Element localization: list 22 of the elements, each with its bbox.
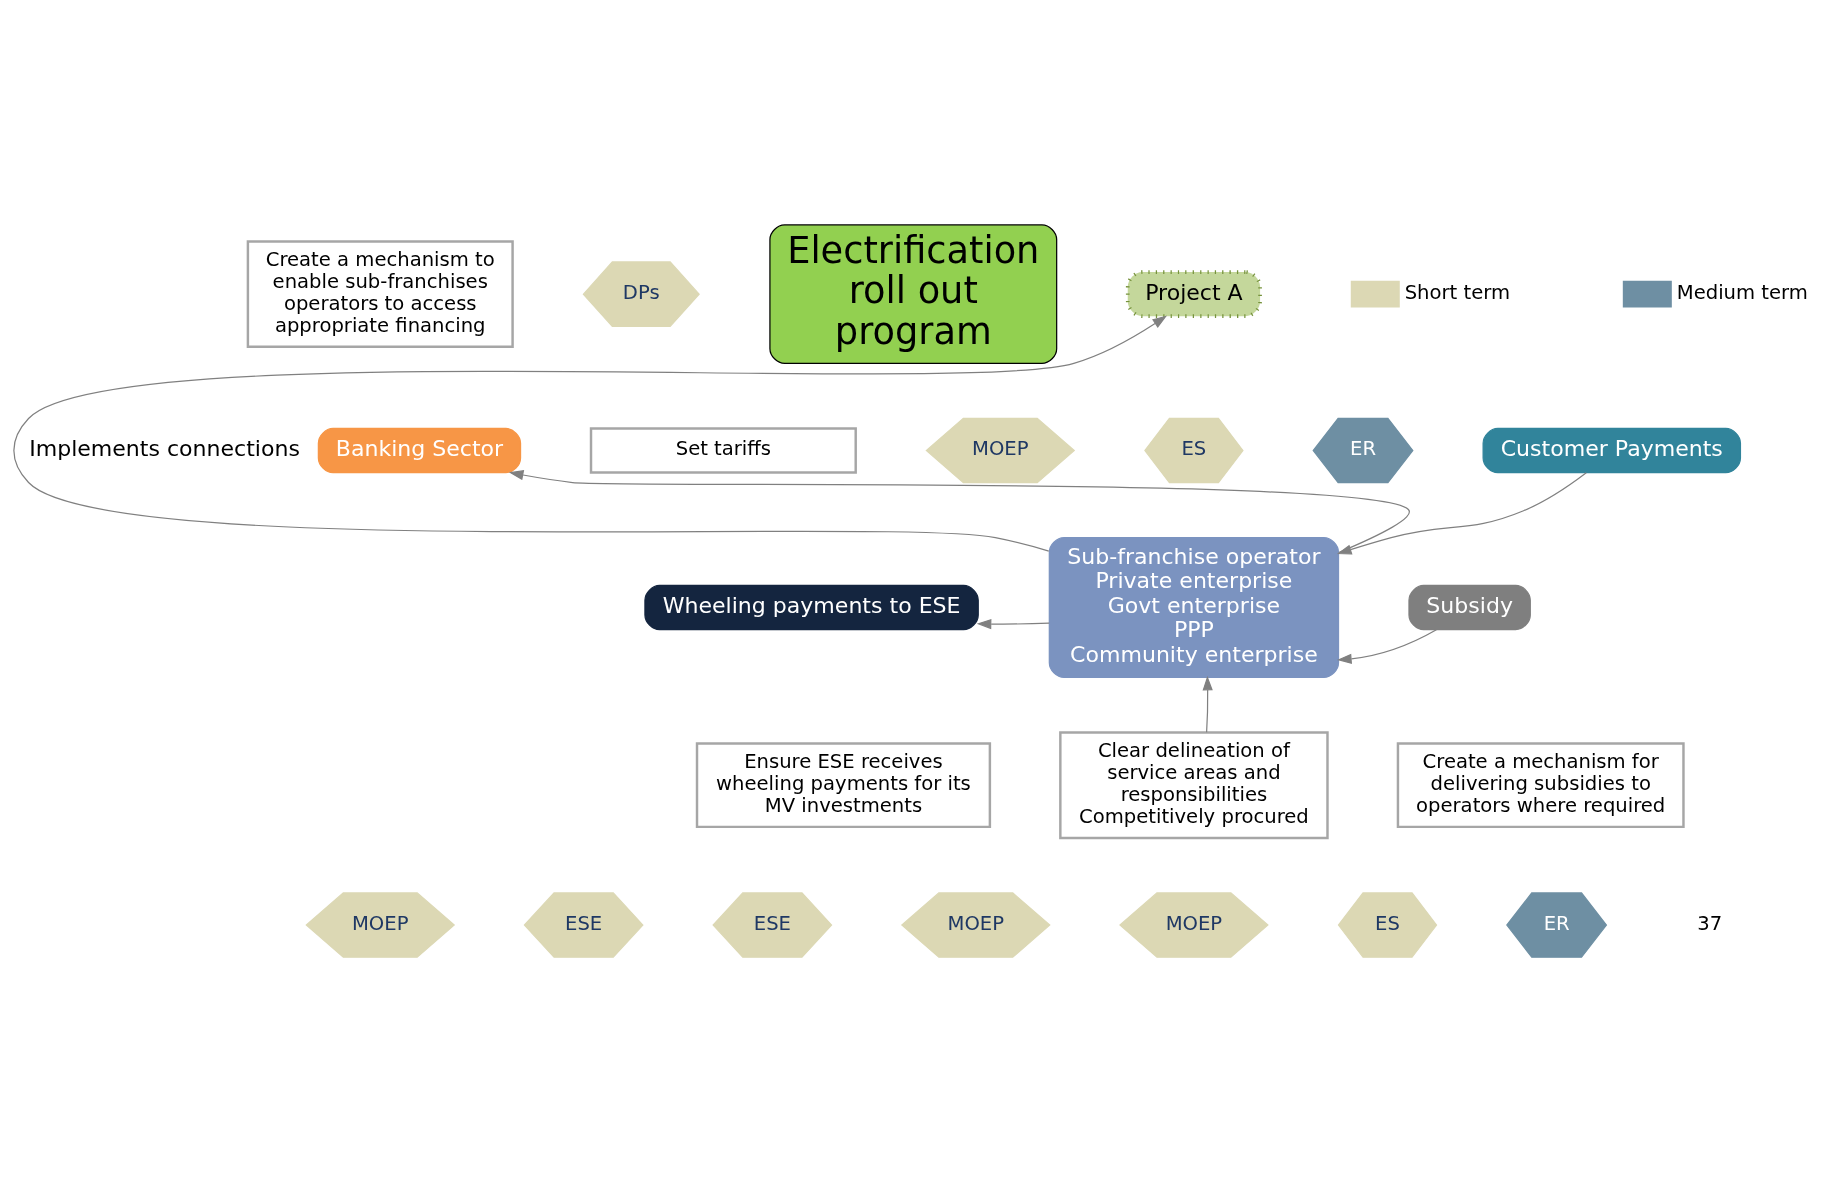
label: 37 — [1697, 911, 1723, 935]
node-box: Set tariffs — [589, 427, 857, 474]
node-box: Create a mechanism to enable sub-franchises operators to access appropriate financing — [246, 240, 514, 349]
node-box: Create a mechanism for delivering subsidies to operators where required — [1396, 742, 1685, 829]
node-box: Clear delineation of service areas and responsibilities Competitively procured — [1059, 731, 1329, 840]
node-box: Sub-franchise operator Private enterprise Govt enterprise PPP Community enterprise — [1048, 537, 1340, 678]
arrow — [1202, 675, 1213, 733]
node-box: Customer Payments — [1482, 427, 1742, 474]
arrow — [1336, 629, 1437, 664]
arrow — [13, 315, 1168, 552]
arrow — [1336, 472, 1587, 555]
edge-label: Implements connections — [29, 435, 300, 461]
arrow — [508, 469, 1410, 554]
node-box: Ensure ESE receives wheeling payments for its MV investments — [695, 742, 992, 829]
node-box: Subsidy — [1408, 584, 1531, 631]
node-box: Project A — [1125, 270, 1262, 319]
legend-label: Medium term — [1676, 280, 1808, 304]
node-box: Banking Sector — [317, 427, 522, 474]
legend-label: Short term — [1404, 280, 1511, 304]
node-box: Wheeling payments to ESE — [644, 584, 979, 631]
arrow — [976, 618, 1050, 630]
node-box: Electrification roll out program — [769, 224, 1058, 364]
